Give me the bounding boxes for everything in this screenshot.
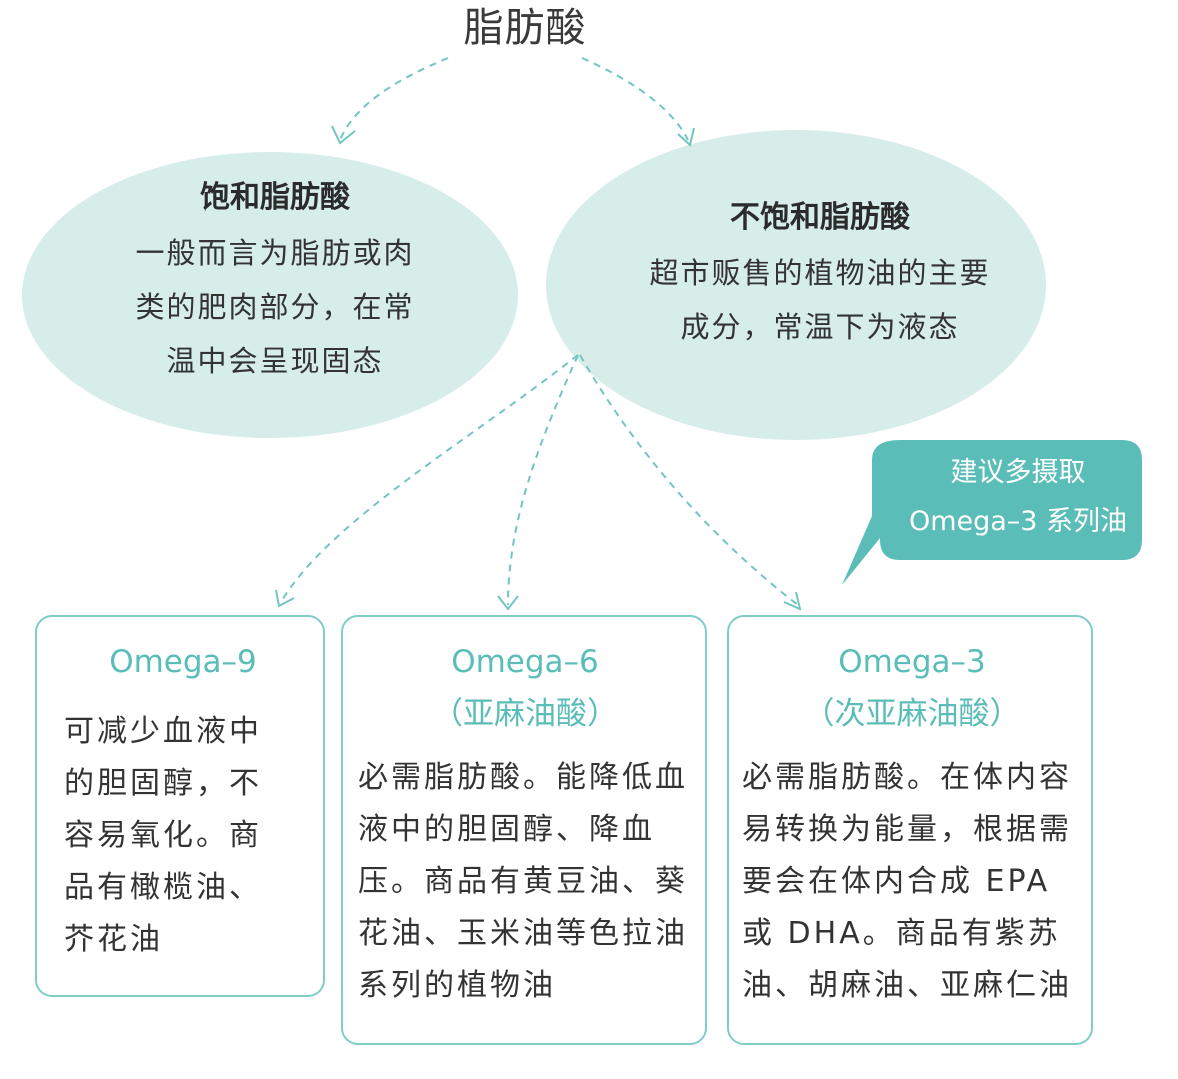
saturated-title: 饱和脂肪酸 <box>200 180 350 215</box>
callout-line: 建议多摄取 <box>950 457 1086 488</box>
saturated-ellipse <box>22 152 518 438</box>
omega3-line: 要会在体内合成 EPA <box>742 864 1051 899</box>
omega6-title: Omega–6 <box>451 644 599 680</box>
saturated-line: 一般而言为脂肪或肉 <box>135 236 415 270</box>
omega9-line: 品有橄榄油、 <box>64 870 262 905</box>
omega3-description: 必需脂肪酸。在体内容 易转换为能量，根据需 要会在体内合成 EPA 或 DHA。… <box>742 752 1082 1012</box>
saturated-node: 饱和脂肪酸 一般而言为脂肪或肉 类的肥肉部分，在常 温中会呈现固态 <box>110 170 440 388</box>
arrow-unsaturated-to-omega9 <box>280 354 579 603</box>
callout-line: Omega–3 系列油 <box>908 506 1128 537</box>
arrow-root-to-saturated <box>339 57 449 141</box>
omega9-line: 可减少血液中 <box>64 714 262 749</box>
omega6-line: 系列的植物油 <box>358 968 556 1003</box>
saturated-line: 温中会呈现固态 <box>166 344 384 378</box>
omega6-line: 液中的胆固醇、降血 <box>358 812 655 847</box>
arrowhead-saturated <box>331 125 356 145</box>
arrowhead-unsaturated <box>677 127 695 147</box>
omega6-line: 压。商品有黄豆油、葵 <box>358 864 688 899</box>
omega6-subtitle: （亚麻油酸） <box>432 696 618 732</box>
saturated-line: 类的肥肉部分，在常 <box>135 290 415 324</box>
arrow-root-to-unsaturated <box>581 57 689 141</box>
omega9-line: 芥花油 <box>64 922 163 957</box>
omega3-node: Omega–3 （次亚麻油酸） 必需脂肪酸。在体内容 易转换为能量，根据需 要会… <box>742 636 1082 1012</box>
omega9-line: 容易氧化。商 <box>64 818 262 853</box>
arrowhead-omega3 <box>783 591 802 611</box>
arrowhead-omega9 <box>275 589 295 608</box>
arrow-unsaturated-to-omega3 <box>579 354 799 606</box>
callout-text: 建议多摄取 Omega–3 系列油 <box>888 448 1148 546</box>
unsaturated-line: 成分，常温下为液态 <box>680 310 960 344</box>
omega9-title: Omega–9 <box>109 644 257 680</box>
omega6-box <box>341 615 707 1045</box>
root-title: 脂肪酸 <box>463 5 587 51</box>
omega3-title: Omega–3 <box>838 644 986 680</box>
omega6-node: Omega–6 （亚麻油酸） 必需脂肪酸。能降低血 液中的胆固醇、降血 压。商品… <box>358 636 692 1012</box>
omega9-node: Omega–9 可减少血液中 的胆固醇，不 容易氧化。商 品有橄榄油、 芥花油 <box>64 636 302 966</box>
arrowhead-omega6 <box>497 595 519 611</box>
unsaturated-title: 不饱和脂肪酸 <box>730 200 910 235</box>
omega3-line: 易转换为能量，根据需 <box>742 812 1072 847</box>
omega3-line: 或 DHA。商品有紫苏 <box>742 916 1061 951</box>
arrow-unsaturated-to-omega6 <box>507 354 579 606</box>
omega3-box <box>727 615 1093 1045</box>
omega9-line: 的胆固醇，不 <box>64 766 262 801</box>
omega6-description: 必需脂肪酸。能降低血 液中的胆固醇、降血 压。商品有黄豆油、葵 花油、玉米油等色… <box>358 752 692 1012</box>
unsaturated-node: 不饱和脂肪酸 超市贩售的植物油的主要 成分，常温下为液态 <box>610 190 1030 354</box>
omega9-box <box>35 615 325 997</box>
omega9-description: 可减少血液中 的胆固醇，不 容易氧化。商 品有橄榄油、 芥花油 <box>64 706 302 966</box>
omega3-line: 必需脂肪酸。在体内容 <box>742 760 1072 795</box>
omega3-line: 油、胡麻油、亚麻仁油 <box>742 968 1072 1003</box>
omega6-line: 花油、玉米油等色拉油 <box>358 916 688 951</box>
unsaturated-line: 超市贩售的植物油的主要 <box>649 256 991 290</box>
callout-bubble <box>842 440 1142 585</box>
omega6-line: 必需脂肪酸。能降低血 <box>358 760 688 795</box>
omega3-subtitle: （次亚麻油酸） <box>803 696 1021 732</box>
unsaturated-ellipse <box>546 130 1046 440</box>
